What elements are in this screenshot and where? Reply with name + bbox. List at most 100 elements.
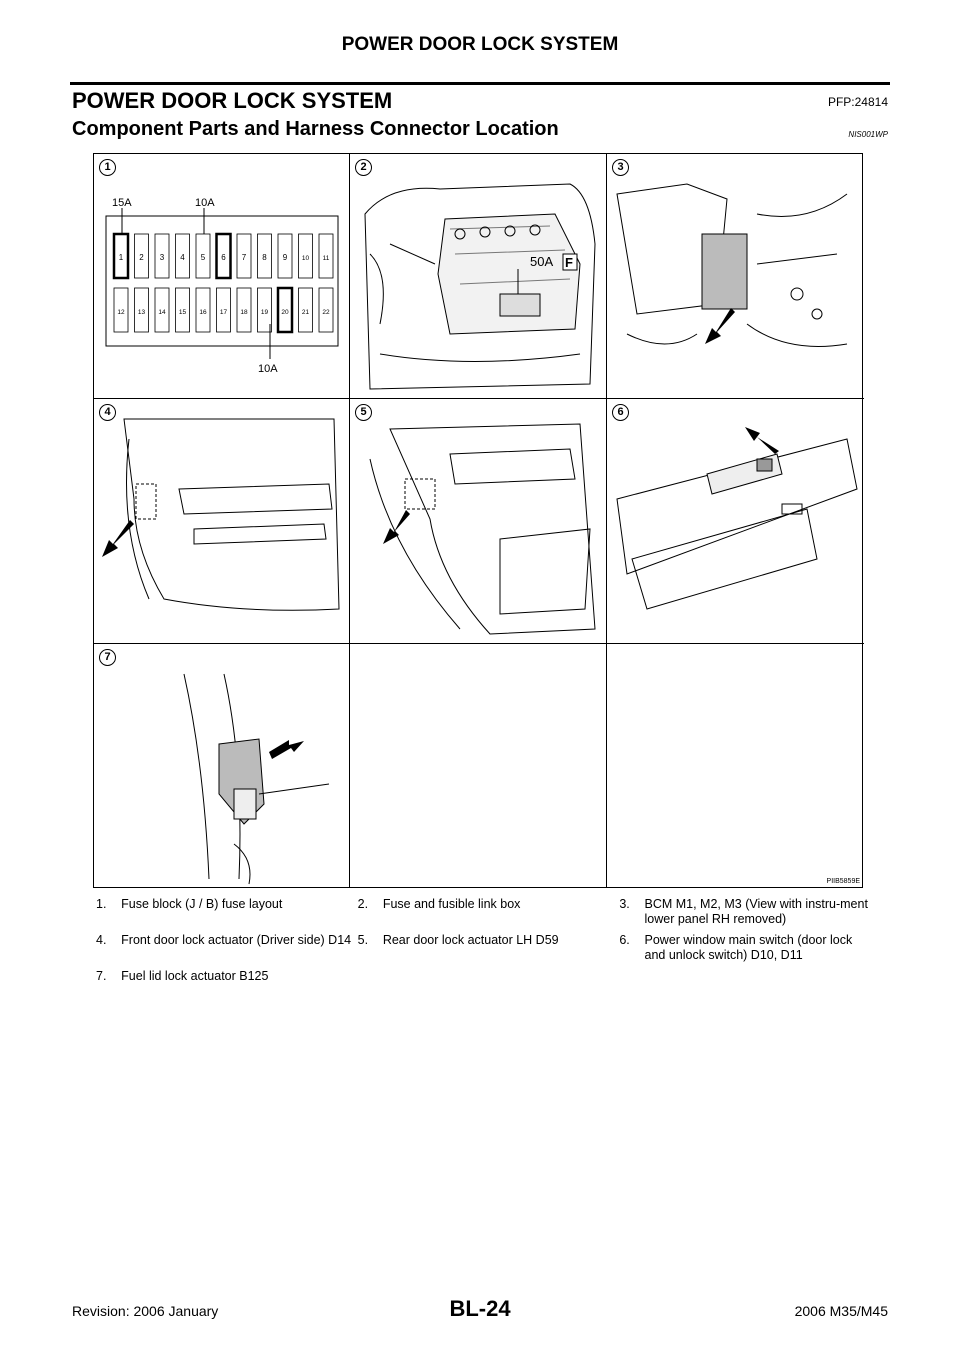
fuse-cell: [215, 232, 232, 280]
running-header: POWER DOOR LOCK SYSTEM: [341, 34, 619, 55]
fuse-box-illustration: 50A F: [364, 183, 596, 390]
fuse-number: 22: [322, 309, 330, 316]
legend-number: 7.: [96, 969, 107, 983]
panel-empty: PIIB5859E: [607, 644, 864, 888]
fuse-number: 13: [138, 309, 146, 316]
legend-row: 4. Front door lock actuator (Driver side…: [96, 933, 876, 963]
fuse-cell: [318, 287, 334, 333]
front-mark: F: [565, 255, 573, 270]
fuse-number: 18: [240, 309, 248, 316]
header-rule: [70, 82, 890, 85]
panel-front-door: 4: [94, 399, 350, 644]
legend-row: 1. Fuse block (J / B) fuse layout 2. Fus…: [96, 897, 876, 927]
legend-text: Front door lock actuator (Driver side) D…: [121, 933, 352, 947]
model-name: 2006 M35/M45: [794, 1303, 888, 1319]
subsection-title: Component Parts and Harness Connector Lo…: [72, 118, 559, 140]
fuse-number: 6: [221, 253, 226, 262]
fuse-cell: [134, 233, 149, 279]
fuse-cell: [318, 233, 334, 279]
panel-rear-door: 5: [350, 399, 607, 644]
fuse-cell: [175, 233, 190, 279]
fuse-cell: [276, 286, 294, 334]
legend-number: 1.: [96, 897, 107, 911]
fuse-cell: [236, 233, 252, 279]
fuse-number: 9: [283, 253, 288, 262]
panel-bcm: 3: [607, 154, 864, 399]
panel-number: 5: [355, 404, 372, 421]
legend-text: Fuse and fusible link box: [382, 897, 521, 911]
legend-text: Rear door lock actuator LH D59: [382, 933, 559, 947]
fuse-label-10a-bottom: 10A: [258, 363, 278, 375]
fuse-number: 14: [158, 309, 166, 316]
fuse-number: 12: [117, 309, 125, 316]
fuse-cell: [298, 287, 313, 333]
section-title: POWER DOOR LOCK SYSTEM: [72, 88, 393, 113]
legend-number: 3.: [619, 897, 630, 911]
panel-number: 6: [612, 404, 629, 421]
panel-window-switch: 6: [607, 399, 864, 644]
legend-text: BCM M1, M2, M3 (View with instru-ment lo…: [644, 897, 868, 926]
legend-number: 5.: [357, 933, 369, 947]
panel-empty: [350, 644, 607, 888]
legend-number: 4.: [96, 933, 107, 947]
fusible-link-label: 50A: [530, 254, 553, 269]
legend-table: 1. Fuse block (J / B) fuse layout 2. Fus…: [96, 897, 876, 984]
section-code: NIS001WP: [848, 130, 888, 139]
fuse-number: 20: [281, 309, 289, 316]
fuse-cell: [195, 233, 211, 279]
fuel-lid-actuator-illustration: [183, 673, 330, 885]
fuse-cell: [195, 287, 211, 333]
fuse-number: 2: [139, 253, 144, 262]
window-switch-illustration: [616, 427, 858, 610]
panel-number: 1: [99, 159, 116, 176]
panel-number: 7: [99, 649, 116, 666]
fuse-number: 10: [302, 255, 310, 262]
fuse-number: 11: [323, 255, 330, 262]
fuse-number: 19: [261, 309, 269, 316]
legend-text: Fuse block (J / B) fuse layout: [121, 897, 283, 911]
fuse-cell: [257, 287, 272, 333]
figure-id: PIIB5859E: [826, 878, 860, 885]
panel-number: 3: [612, 159, 629, 176]
revision-date: Revision: 2006 January: [72, 1303, 219, 1319]
fuse-cell: [154, 233, 170, 279]
fuse-cell: [277, 233, 293, 279]
fuse-cell: [154, 287, 170, 333]
front-door-illustration: [102, 418, 340, 611]
fuse-cell: [134, 287, 149, 333]
legend-text: Power window main switch (door lock and …: [644, 933, 853, 962]
fuse-number: 15: [179, 309, 187, 316]
fuse-number: 3: [160, 253, 165, 262]
fuse-cell: [257, 233, 272, 279]
fuse-number: 16: [199, 309, 207, 316]
fuse-cell: [216, 287, 231, 333]
legend-number: 6.: [619, 933, 630, 947]
panel-number: 2: [355, 159, 372, 176]
legend-number: 2.: [357, 897, 369, 911]
part-number: PFP:24814: [827, 95, 888, 109]
fuse-number: 17: [220, 309, 228, 316]
bcm-illustration: [616, 183, 848, 347]
fuse-cell: [175, 287, 190, 333]
fuse-number: 1: [119, 253, 124, 262]
page-number: BL-24: [449, 1296, 511, 1321]
fuse-label-10a-top: 10A: [195, 197, 215, 209]
fuse-number: 7: [242, 253, 247, 262]
panel-fuse-box: 2 50A F: [350, 154, 607, 399]
fuse-cell: [236, 287, 252, 333]
legend-row: 7. Fuel lid lock actuator B125: [96, 969, 876, 984]
fuse-cell: [113, 287, 129, 333]
fuse-cell: [112, 232, 130, 280]
panel-number: 4: [99, 404, 116, 421]
fuse-number: 21: [302, 309, 310, 316]
rear-door-illustration: [369, 423, 596, 635]
legend-text: Fuel lid lock actuator B125: [121, 969, 269, 983]
fuse-number: 4: [180, 253, 185, 262]
fuse-number: 5: [201, 253, 206, 262]
fuse-cell: [298, 233, 313, 279]
fuse-number: 8: [262, 253, 267, 262]
fuse-label-15a: 15A: [112, 197, 132, 209]
